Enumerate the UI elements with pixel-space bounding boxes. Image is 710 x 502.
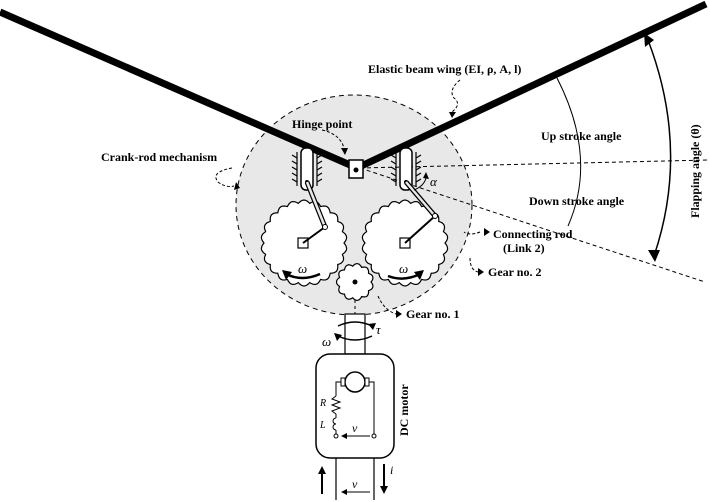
outer-voltage-arrow-head: [341, 489, 347, 495]
label-elastic-beam-wing: Elastic beam wing (EI, ρ, A, l): [368, 62, 521, 76]
motor-circuit: [330, 381, 375, 436]
flapping-arrow-bottom: [648, 250, 660, 262]
hinge-pin: [353, 167, 359, 173]
leader-connecting-rod-head: [484, 228, 490, 236]
symbol-resistance: R: [319, 398, 326, 409]
leader-connecting-rod: [463, 231, 481, 235]
right-gear-rotation-head: [414, 270, 424, 280]
label-connecting-rod: Connecting rod: [493, 227, 573, 241]
current-arrow-down-head: [380, 486, 388, 494]
left-crank-pin: [322, 224, 328, 230]
right-crank-arm: [404, 215, 436, 244]
leader-gear-1-head: [396, 310, 402, 318]
tau-shaft-arrow-head: [368, 323, 376, 330]
inner-voltage-arrow-head: [341, 433, 347, 439]
left-crank-arm: [302, 226, 326, 244]
shaft-coupling: [344, 313, 366, 355]
symbol-omega-left-gear: ω: [298, 261, 307, 276]
down-stroke-line: [359, 167, 706, 283]
omega-shaft-arrow-head: [334, 333, 342, 341]
left-connecting-rod: [304, 181, 328, 228]
label-hinge-point: Hinge point: [292, 117, 352, 131]
leader-gear-2-head: [478, 268, 484, 276]
right-slider-link: [399, 147, 413, 191]
leader-elastic-wing: [451, 79, 461, 113]
label-crank-rod-mechanism: Crank-rod mechanism: [101, 150, 217, 164]
right-crank-pin: [432, 213, 438, 219]
brush-right: [364, 377, 370, 387]
horizontal-reference-line: [359, 159, 709, 169]
symbol-tau: τ: [376, 322, 382, 337]
motor-armature: [344, 371, 366, 393]
leader-elastic-wing-head: [449, 112, 456, 118]
left-slider-guide: [291, 152, 323, 186]
leader-crank-rod: [215, 167, 235, 187]
right-wing: [355, 0, 708, 172]
left-wing: [0, 8, 359, 172]
terminal-right: [371, 433, 377, 439]
brush-left: [340, 377, 346, 387]
label-flapping-angle: Flapping angle (θ): [688, 124, 702, 218]
alpha-arrow: [423, 172, 429, 179]
label-dc-motor: DC motor: [397, 384, 411, 436]
symbol-alpha: α: [430, 174, 438, 189]
flapping-angle-arc: [647, 39, 672, 257]
leader-gear-1: [377, 295, 397, 315]
label-gear-no-1: Gear no. 1: [406, 307, 459, 321]
omega-shaft-arrow: [337, 335, 373, 341]
leader-hinge-head: [341, 148, 348, 155]
input-current-arrow-up-head: [318, 466, 326, 474]
symbol-outer-voltage: v: [352, 477, 358, 491]
leader-hinge: [321, 129, 345, 149]
gear-no-1-hub: [352, 279, 358, 285]
left-gear-rotation-head: [282, 270, 292, 280]
symbol-inductance: L: [319, 420, 326, 431]
label-gear-no-2: Gear no. 2: [488, 265, 541, 279]
left-slider-link: [300, 147, 314, 191]
up-stroke-arc: [556, 77, 582, 227]
alpha-arc: [413, 177, 427, 191]
leader-crank-rod-head: [234, 182, 240, 190]
right-slider-guide: [390, 152, 422, 186]
flapping-arrow-top: [644, 33, 654, 47]
right-connecting-rod: [404, 180, 437, 218]
label-link-2: (Link 2): [503, 241, 545, 255]
dc-motor-body: [315, 353, 395, 459]
symbol-omega-shaft: ω: [322, 334, 331, 349]
terminal-left: [333, 433, 339, 439]
label-down-stroke-angle: Down stroke angle: [529, 194, 625, 208]
symbol-current: i: [390, 463, 393, 477]
symbol-omega-right-gear: ω: [399, 261, 408, 276]
leader-gear-2: [469, 257, 479, 273]
label-up-stroke-angle: Up stroke angle: [541, 129, 622, 143]
symbol-inner-voltage: v: [352, 421, 358, 435]
